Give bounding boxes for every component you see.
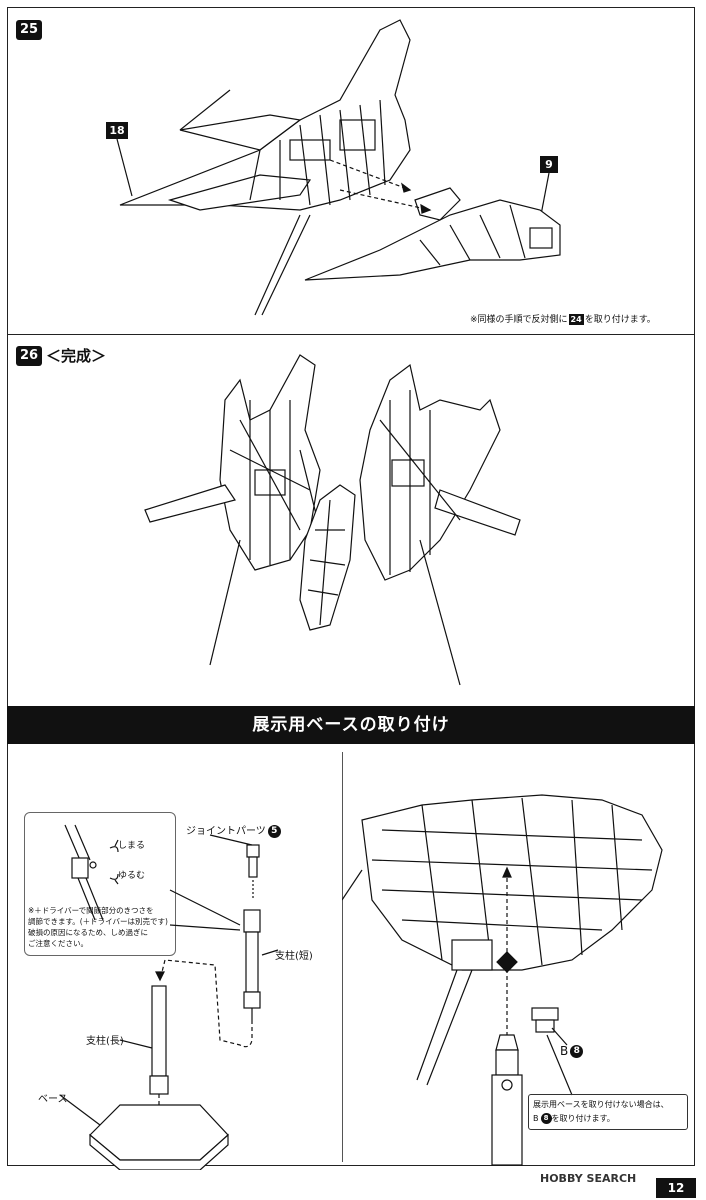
no-base-note-line1: 展示用ベースを取り付けない場合は、 <box>533 1100 669 1109</box>
part-9-label: 9 <box>540 156 558 173</box>
base-label: ベース <box>38 1094 68 1105</box>
joint-parts-number: 5 <box>267 824 281 838</box>
completed-model-diagram <box>144 354 521 686</box>
step-26-title: ＜完成＞ <box>46 347 107 365</box>
page-frame <box>7 7 695 1166</box>
watermark: HOBBY SEARCH <box>540 1172 637 1185</box>
note-line: ご注意ください。 <box>28 939 88 948</box>
note-part-number: 24 <box>568 314 584 325</box>
note-suffix: を取り付けます。 <box>584 315 656 325</box>
pillar-long-label: 支柱(長) <box>86 1036 124 1047</box>
loosen-label: ゆるむ <box>118 871 146 881</box>
page-number: 12 <box>656 1178 696 1198</box>
panel-divider <box>342 752 343 1162</box>
note-prefix: ※同様の手順で反対側に <box>470 315 568 325</box>
note-letter: B <box>533 1114 539 1123</box>
screw-adjust-inset <box>24 812 176 956</box>
step-25-number: 25 <box>16 20 42 40</box>
display-base-banner: 展示用ベースの取り付け <box>7 706 695 744</box>
joint-parts-text: ジョイントパーツ <box>186 826 266 837</box>
step-26-number: 26 <box>16 346 42 366</box>
base-assembly-diagram <box>59 824 279 1170</box>
note-suffix: を取り付けます。 <box>551 1114 615 1123</box>
part-18-label: 18 <box>106 122 128 139</box>
tighten-label: しまる <box>118 841 146 851</box>
part-b8-letter: B <box>560 1044 569 1058</box>
note-part-number: 8 <box>540 1113 552 1124</box>
step-25-diagram <box>116 19 561 316</box>
part-b8-number: 8 <box>570 1045 584 1058</box>
base-attachment-diagram <box>342 794 663 1166</box>
note-line: 調節できます。(＋ドライバーは別売です) <box>28 917 168 926</box>
section-divider <box>7 334 695 335</box>
pillar-short-label: 支柱(短) <box>275 951 313 962</box>
note-line: 破損の原因になるため、しめ過ぎに <box>28 928 148 937</box>
